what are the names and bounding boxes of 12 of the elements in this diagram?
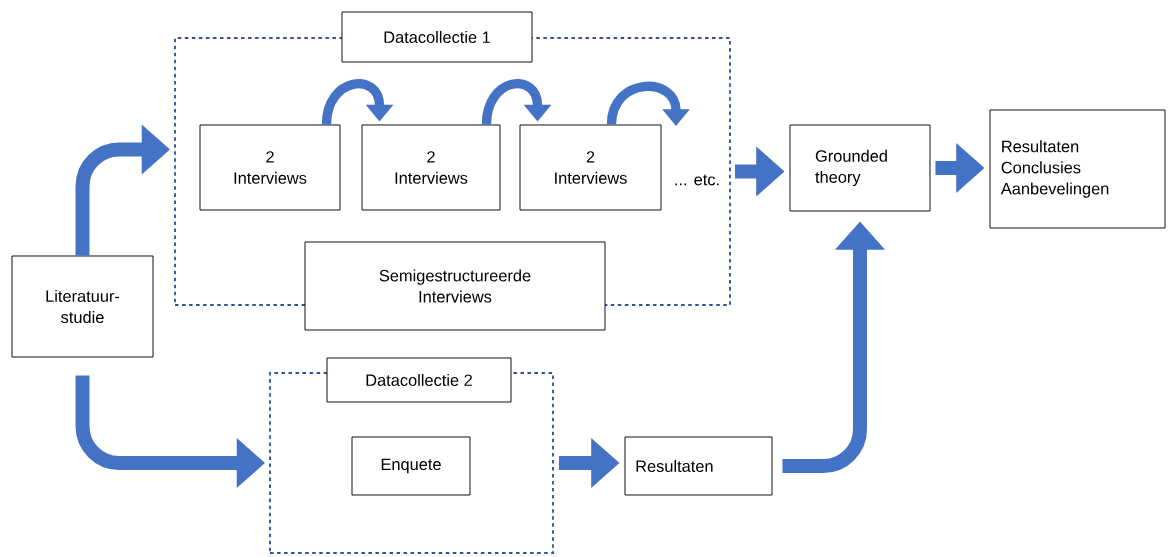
process-box: Resultaten Conclusies Aanbevelingen bbox=[989, 109, 1166, 229]
heading-box: Datacollectie 1 bbox=[341, 11, 533, 63]
process-box: Grounded theory bbox=[789, 124, 931, 212]
process-box: Literatuur-studie bbox=[11, 255, 154, 358]
process-box: 2 Interviews bbox=[361, 124, 501, 211]
process-box: 2 Interviews bbox=[519, 124, 662, 211]
process-box: Semigestructureerde Interviews bbox=[304, 241, 606, 331]
process-box: Resultaten bbox=[624, 436, 773, 496]
heading-box: Datacollectie 2 bbox=[326, 357, 512, 403]
ellipsis-text: ... etc. bbox=[675, 174, 719, 186]
process-box: 2 Interviews bbox=[199, 124, 341, 211]
process-box: Enquete bbox=[351, 436, 471, 496]
